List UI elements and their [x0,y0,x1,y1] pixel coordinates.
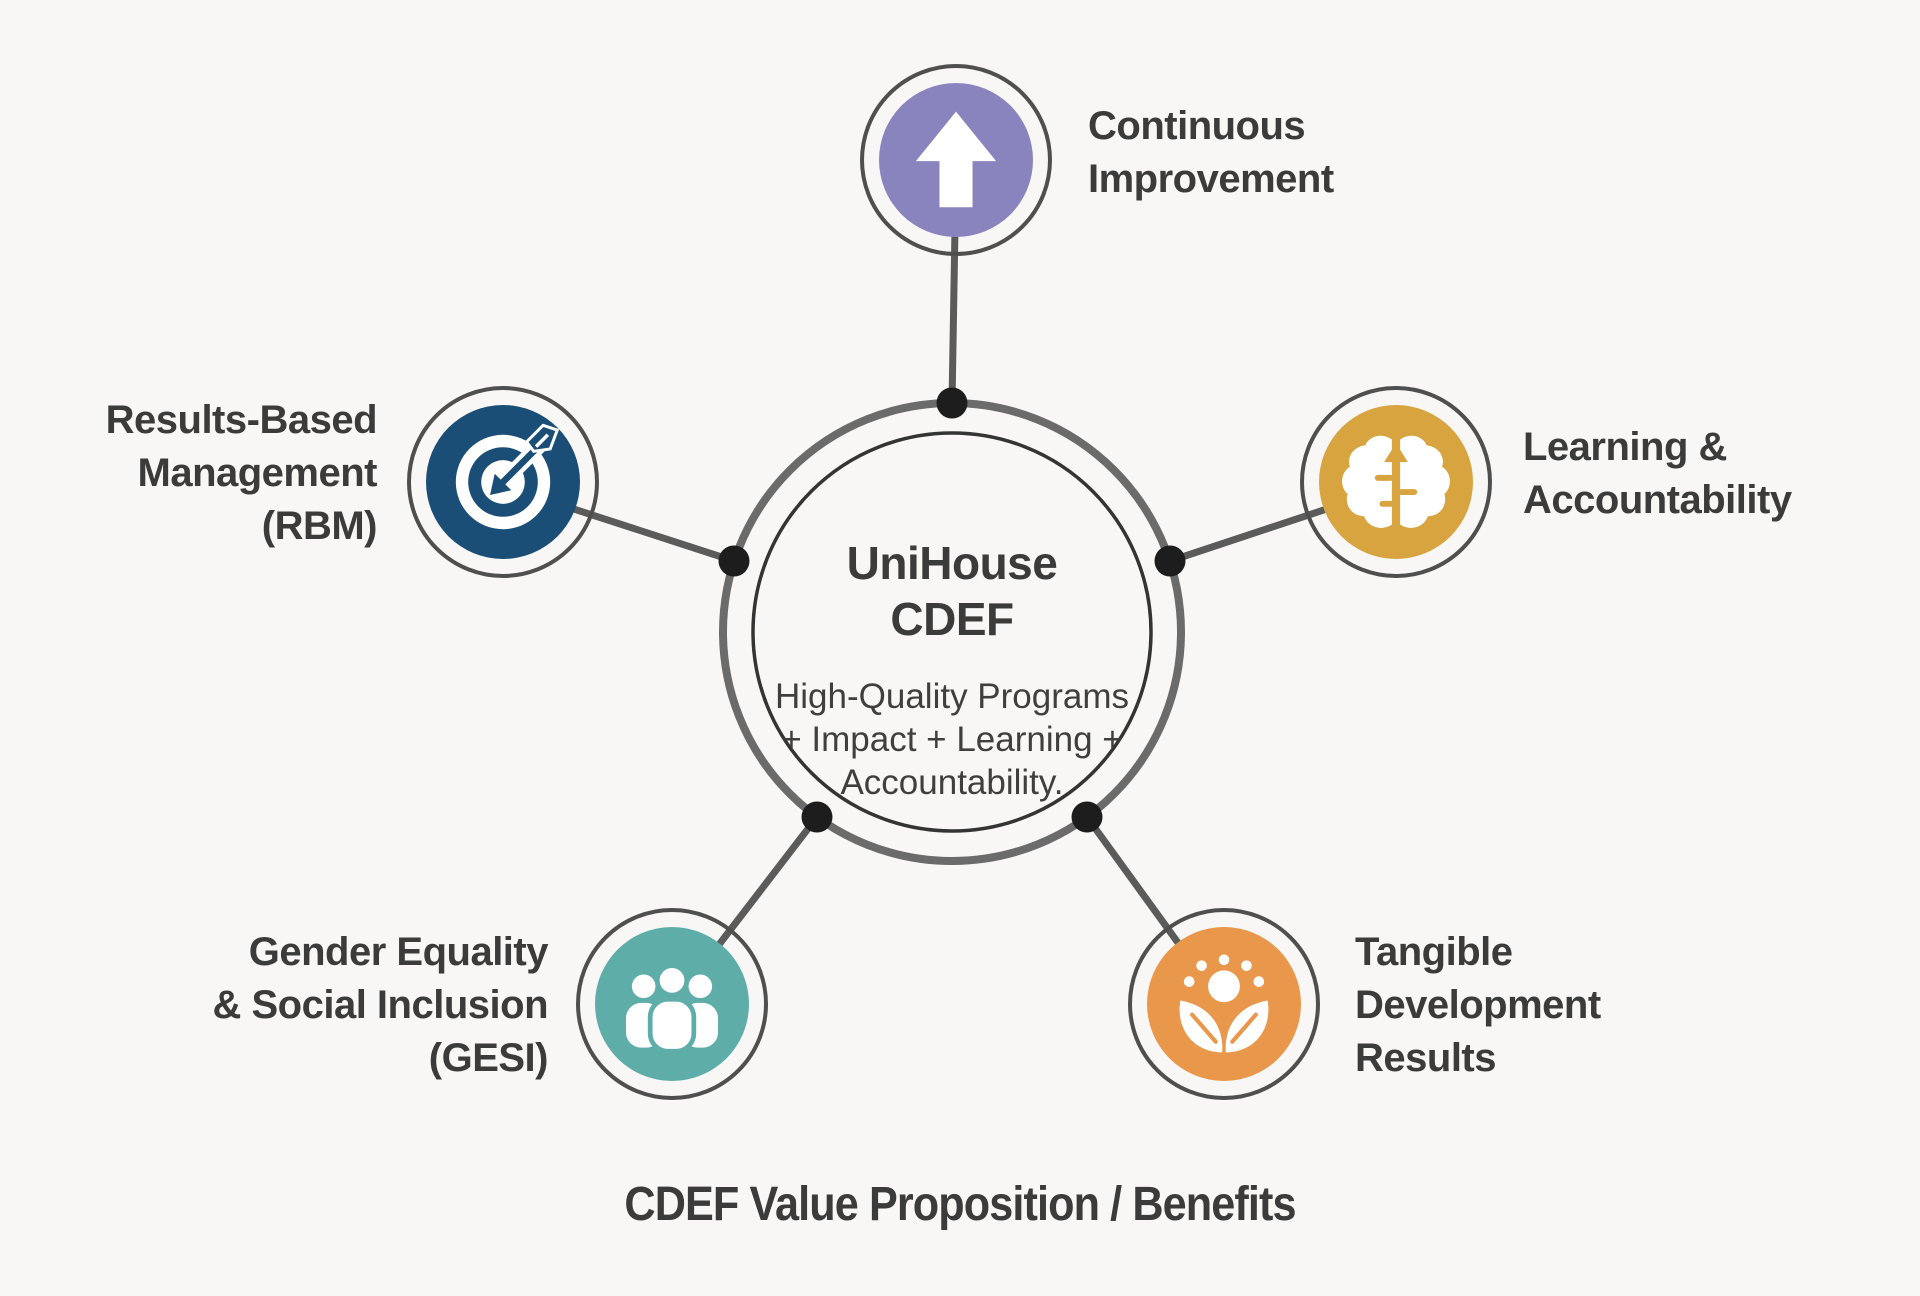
brain-icon [1342,435,1450,528]
node-disc-rbm [426,405,580,559]
hub-title: UniHouse CDEF [846,537,1058,645]
node-label-learning-accountability: Learning & Accountability [1523,425,1792,522]
node-learning-accountability [1300,386,1492,578]
node-gender-equality-social-inclusion [576,908,768,1100]
connector-dot-upper-left [718,545,750,577]
connector-dot-lower-left [801,801,833,833]
connector-dot-top [936,387,968,419]
hub-text: UniHouse CDEF High-Quality Programs + Im… [752,517,1152,822]
hub-subtitle: High-Quality Programs + Impact + Learnin… [775,677,1129,802]
node-label-continuous-improvement: Continuous Improvement [1088,104,1334,201]
diagram-caption: CDEF Value Proposition / Benefits [624,1178,1296,1231]
node-disc-tangible-development-results [1147,927,1301,1081]
growth-icon [1179,954,1269,1053]
node-continuous-improvement [860,64,1052,256]
node-disc-gesi [595,927,749,1081]
node-label-rbm: Results-Based Management (RBM) [105,398,378,548]
arrow-up-icon [915,111,997,208]
target-icon [455,423,560,530]
node-tangible-development-results [1128,908,1320,1100]
node-results-based-management [407,386,599,578]
connector-dot-lower-right [1071,801,1103,833]
hub-inner-ring [751,431,1153,833]
node-label-gesi: Gender Equality & Social Inclusion (GESI… [212,930,548,1080]
people-icon [625,963,719,1054]
node-disc-continuous-improvement [879,83,1033,237]
connector-dot-upper-right [1154,545,1186,577]
node-disc-learning-accountability [1319,405,1473,559]
node-label-tangible-development-results: Tangible Development Results [1355,930,1601,1080]
connector-dots [718,387,1186,833]
